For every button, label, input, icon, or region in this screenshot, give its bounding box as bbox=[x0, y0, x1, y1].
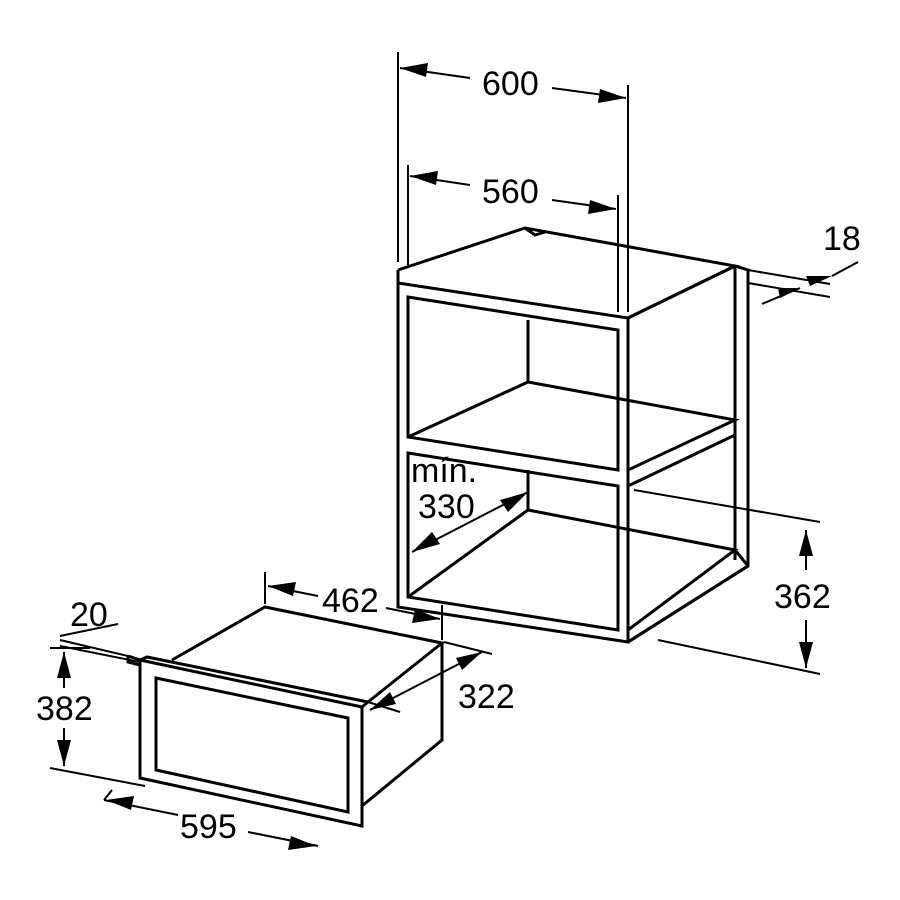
label-330: 330 bbox=[418, 488, 475, 526]
dimension-462: 462 bbox=[264, 572, 443, 640]
label-595: 595 bbox=[180, 808, 237, 846]
dimension-20: 20 bbox=[59, 596, 141, 663]
oven-front-outer bbox=[138, 658, 364, 828]
label-322: 322 bbox=[458, 678, 515, 716]
dimension-18: 18 bbox=[747, 220, 861, 305]
dimension-600: 600 bbox=[397, 52, 629, 312]
dimension-322: 322 bbox=[367, 641, 515, 716]
label-382: 382 bbox=[36, 690, 93, 728]
cabinet-bottom-shelf bbox=[407, 508, 750, 644]
dimension-362: 362 bbox=[633, 489, 831, 675]
cabinet-upper-opening bbox=[406, 295, 620, 472]
label-560: 560 bbox=[482, 173, 539, 211]
dimension-382: 382 bbox=[36, 647, 146, 787]
cabinet-lower-opening bbox=[406, 451, 620, 632]
oven-frame-lip bbox=[126, 654, 372, 709]
oven-top bbox=[171, 605, 446, 704]
oven-glass-window bbox=[154, 676, 350, 814]
label-min: mín. bbox=[411, 452, 477, 490]
label-20: 20 bbox=[70, 596, 108, 634]
label-18: 18 bbox=[823, 220, 861, 258]
label-362: 362 bbox=[774, 578, 831, 616]
label-462: 462 bbox=[322, 582, 379, 620]
dimension-min-330: mín. 330 bbox=[411, 452, 529, 553]
label-600: 600 bbox=[482, 65, 539, 103]
dimension-595: 595 bbox=[103, 789, 319, 850]
cabinet bbox=[396, 226, 750, 644]
cabinet-middle-shelf bbox=[407, 380, 740, 488]
cabinet-top-back-notch bbox=[524, 226, 546, 237]
oven-side bbox=[361, 643, 444, 808]
oven bbox=[126, 605, 446, 828]
dimension-560: 560 bbox=[407, 165, 619, 312]
